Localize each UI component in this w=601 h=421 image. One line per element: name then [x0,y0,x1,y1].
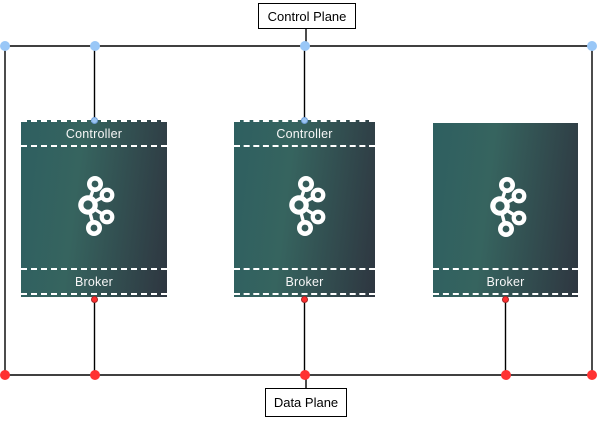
node3-broker-port [502,296,509,303]
node2-broker-port [301,296,308,303]
kafka-node-2: Controller Broker [231,120,378,300]
kafka-icon [21,146,167,266]
broker-label: Broker [74,274,114,289]
control-bus-point-right-edge [587,41,597,51]
controller-section: Controller [21,120,167,147]
broker-label: Broker [486,274,525,289]
broker-section: Broker [21,268,167,295]
control-bus-point-node2 [299,41,310,51]
kafka-icon [433,149,578,266]
control-plane-label-box: Control Plane [258,3,356,29]
control-plane-label: Control Plane [267,8,347,24]
node1-broker-port [91,296,98,303]
data-plane-label: Data Plane [273,395,339,410]
node2-controller-port [301,117,308,124]
broker-section: Broker [433,268,578,295]
data-bus-point-node1 [89,370,100,380]
data-bus-point-node3 [500,370,511,380]
data-bus-point-node2 [299,370,310,380]
node1-controller-port [91,117,98,124]
kafka-node-3: Broker [430,120,581,300]
control-bus-point-left-edge [0,41,10,51]
broker-section: Broker [234,268,375,295]
kafka-node-1: Controller Broker [18,120,170,300]
controller-section: Controller [234,120,375,147]
controller-label: Controller [276,126,333,141]
controller-label: Controller [65,126,123,141]
control-bus-point-node1 [89,41,100,51]
broker-label: Broker [285,274,324,289]
kafka-icon [234,146,375,266]
data-plane-label-box: Data Plane [265,388,347,417]
data-bus-point-left-edge [0,370,10,380]
data-bus-point-right-edge [587,370,597,380]
